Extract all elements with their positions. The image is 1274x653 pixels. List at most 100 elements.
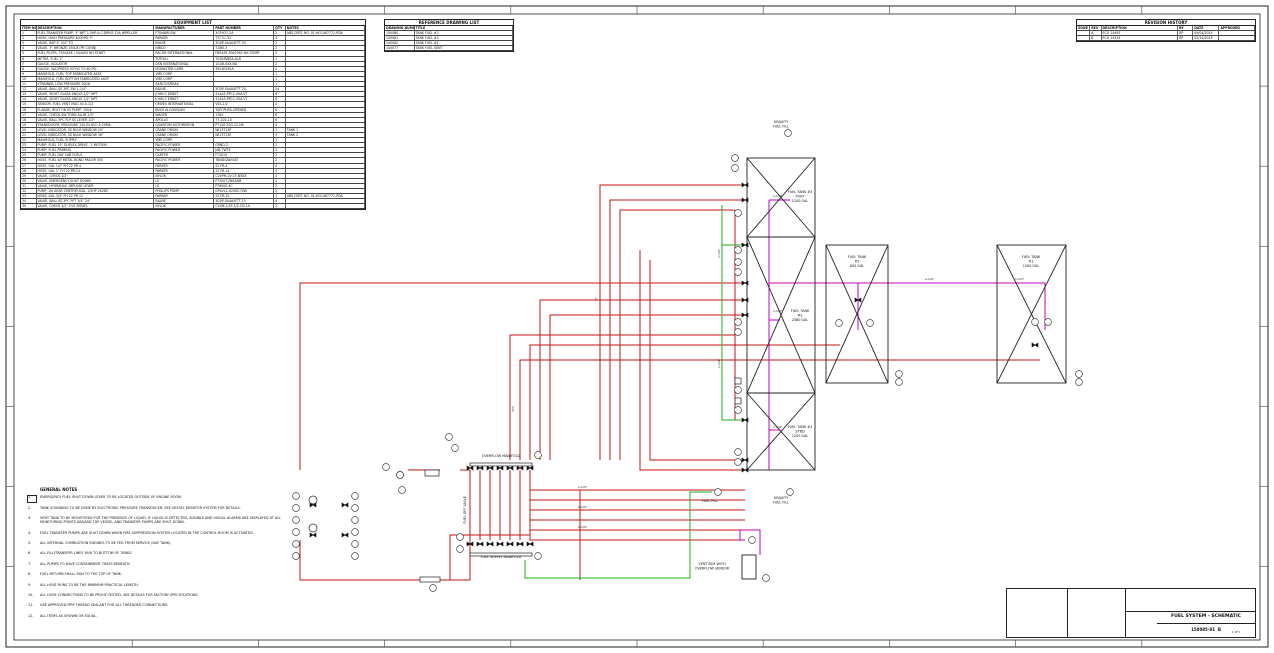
equipment-cell [286,66,365,71]
note-item: 7.ALL PUMPS TO HAVE CONTAINMENT TRAYS BE… [28,562,288,566]
note-item: 9.ALL HOSE RUNS TO BE THE MINIMUM PRACTI… [28,583,288,587]
tank-3-stbd[interactable] [746,392,816,471]
valve-symbol[interactable] [341,532,349,538]
valve-symbol[interactable] [741,280,749,286]
equipment-cell [286,117,365,122]
valve-symbol[interactable] [854,297,862,303]
item-bubble [351,492,359,500]
valve-symbol[interactable] [741,417,749,423]
drawing-title: FUEL SYSTEM - SCHEMATIC [1157,611,1255,624]
tank1-line2: 1500 GAL [1023,264,1040,268]
valve-symbol[interactable] [526,465,534,471]
gravity-fill-top-1: FUEL FILL [773,125,789,129]
equipment-cell: 35 [21,204,37,209]
revision-cell: A [1090,31,1102,36]
equipment-cell: 30 [21,178,37,183]
revision-cell: APPROVED [1219,26,1255,31]
equipment-cell: HOSE, FUEL W/ METAL BOND PAILOR 300 [37,158,155,163]
equipment-cell: 77-102-10 [214,117,275,122]
equipment-cell [286,183,365,188]
item-bubble [351,528,359,536]
revision-cell [1077,36,1091,41]
equipment-cell: NYLOK [154,204,215,209]
gravity-fill-bot-0: GRAVITY [774,496,789,500]
valve-symbol[interactable] [476,541,484,547]
valve-symbol[interactable] [486,541,494,547]
equipment-cell: CARTER [154,153,215,158]
equipment-cell [286,76,365,82]
equipment-list-title: EQUIPMENT LIST [21,20,365,26]
equipment-cell: 414A3-PPCC-00A-VT [214,92,275,97]
equipment-cell: VALVE, BSP 3" 3/4" TO [37,41,155,46]
valve-symbol[interactable] [741,242,749,248]
tank-2-center[interactable] [746,236,816,394]
item-bubble [456,533,464,541]
fuel-fill-lines [524,205,745,579]
revision-cell: ECO 14534 [1102,36,1179,41]
valve-symbol[interactable] [486,465,494,471]
valve-symbol[interactable] [506,541,514,547]
valve-symbol[interactable] [476,465,484,471]
valve-symbol[interactable] [741,197,749,203]
equipment-cell: 17 [21,112,37,117]
equipment-cell: FLANGE, BOLT ON SS PUMP, 150# [37,107,155,112]
equipment-cell: 10 [21,76,37,82]
valve-symbol[interactable] [741,312,749,318]
equipment-cell [214,138,275,143]
valve-symbol[interactable] [466,541,474,547]
item-bubble [456,545,464,553]
valve-symbol[interactable] [309,532,317,538]
equipment-cell: VALVE, BALL SS 3PC FPT 3/4" 24" [37,199,155,204]
valve-symbol[interactable] [526,541,534,547]
note-item: 4.FUEL TRANSFER PUMPS ARE SHUT DOWN WHEN… [28,531,288,535]
reference-cell: TITLE [415,26,513,31]
valve-symbol[interactable] [516,541,524,547]
valve-symbol[interactable] [516,465,524,471]
equipment-cell: 2 [274,61,286,66]
valve-symbol[interactable] [496,465,504,471]
valve-symbol[interactable] [506,465,514,471]
tank-1[interactable] [996,244,1067,384]
item-bubble [292,492,300,500]
zone-ticks [6,6,1268,647]
equipment-cell: 2 [274,148,286,153]
valve-symbol[interactable] [1031,342,1039,348]
note-item: 12.ALL ITEMS AS SHOWN OR EQUAL. [28,614,288,618]
item-bubble [784,129,792,137]
note-item: 6.ALL FILL/TRANSFER LINES RUN TO BOTTOM … [28,551,288,555]
tank3-line0: FUEL TANK #3 [788,190,813,194]
item-bubble [734,318,742,326]
valve-symbol[interactable] [741,297,749,303]
vent-box[interactable] [741,554,757,580]
equipment-cell: VALVE, HYDRAULIC IMPULSE LEVER [37,183,155,188]
valve-symbol[interactable] [496,541,504,547]
equipment-cell: CV4PM-2V-CF-NSKX [214,173,275,178]
valve-symbol[interactable] [466,465,474,471]
equipment-cell [286,56,365,61]
tank-mid[interactable] [825,244,889,384]
equipment-cell [286,87,365,92]
valve-symbol[interactable] [341,502,349,508]
equipment-cell: 2 [274,51,286,56]
equipment-cell: PT120-20G-12-NX [214,122,275,127]
valve-symbol[interactable] [741,467,749,473]
equipment-cell: 1 [274,76,286,82]
valve-symbol[interactable] [741,457,749,463]
valve-symbol[interactable] [741,182,749,188]
item-bubble [534,552,542,560]
item-bubble [734,246,742,254]
equipment-cell [286,46,365,51]
equipment-cell: 19 [21,122,37,127]
equipment-cell: 4 [274,168,286,173]
equipment-cell [214,76,275,82]
